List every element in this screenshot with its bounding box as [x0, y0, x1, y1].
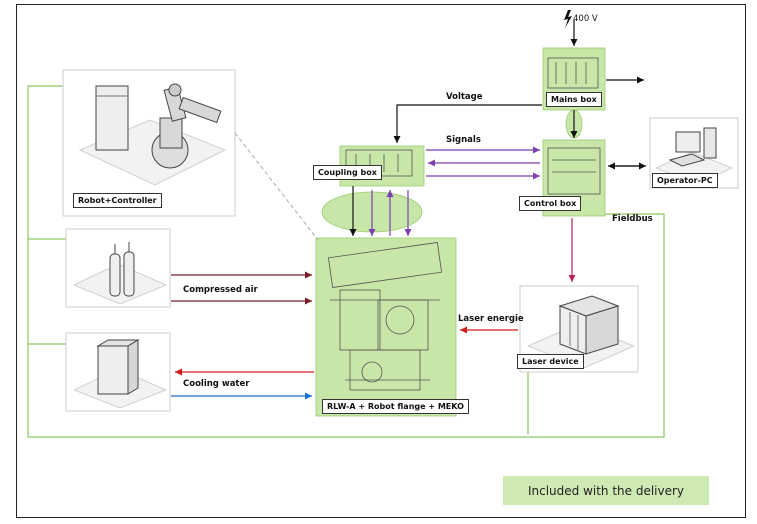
robot-link-dashed [234, 132, 319, 241]
voltage-label: Voltage [446, 92, 483, 102]
legend-included: Included with the delivery [503, 476, 709, 505]
supply-voltage-label: 400 V [573, 14, 598, 24]
signal-lines [368, 146, 540, 236]
equipment-sketches [327, 57, 601, 391]
green-bus-lines [27, 85, 665, 438]
rlw-label: RLW-A + Robot flange + MEKO [322, 399, 469, 414]
fieldbus-label: Fieldbus [612, 214, 653, 224]
compressed-air-label: Compressed air [183, 285, 258, 295]
laser-energie-label: Laser energie [458, 314, 524, 324]
power-lines [349, 20, 646, 236]
control-box-label: Control box [519, 196, 582, 211]
coupling-box-label: Coupling box [313, 165, 382, 180]
compressed-air-lines [171, 271, 312, 305]
laser-device-label: Laser device [517, 354, 584, 369]
operator-pc-label: Operator-PC [652, 173, 718, 188]
gas-tile [65, 228, 171, 308]
signals-label: Signals [446, 135, 481, 145]
included-highlights [315, 47, 606, 417]
mains-box-label: Mains box [546, 92, 602, 107]
cooling-water-label: Cooling water [183, 379, 250, 389]
lightning-icon [564, 10, 572, 28]
robot-controller-label: Robot+Controller [73, 193, 162, 208]
chiller-tile [65, 332, 171, 412]
robot-tile [62, 69, 236, 217]
